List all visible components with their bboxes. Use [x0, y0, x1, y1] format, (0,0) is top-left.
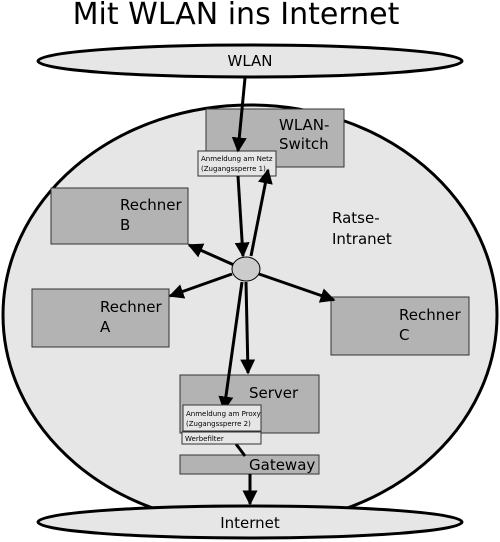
hub-node — [231, 256, 261, 282]
edge-hub-to-rechner-c — [258, 272, 336, 303]
web-filter-note — [181, 431, 262, 445]
edge-filter-to-gateway — [234, 443, 247, 457]
login-proxy-note-line1: Anmeldung am Proxy — [186, 410, 261, 418]
edge-hub-to-switch — [249, 168, 273, 257]
gateway-label: Gateway — [249, 456, 315, 474]
login-proxy-note — [182, 404, 262, 432]
rechner-a-node — [31, 288, 170, 348]
edge-switch-to-hub — [234, 175, 250, 258]
intranet-label-line1: Ratse- — [332, 209, 380, 227]
server-label: Server — [249, 384, 299, 402]
edge-hub-to-rechner-a — [168, 272, 233, 299]
wlan-switch-label-line1: WLAN- — [279, 116, 329, 134]
edge-hub-to-proxy — [218, 281, 244, 412]
rechner-c-node — [330, 296, 470, 356]
diagram-title: Mit WLAN ins Internet — [73, 0, 400, 32]
wlan-switch-label-line2: Switch — [279, 135, 329, 153]
rechner-b-label-line1: Rechner — [120, 196, 182, 214]
edge-hub-to-rechner-b — [187, 243, 235, 267]
rechner-a-label-line2: A — [100, 318, 111, 336]
login-net-note-line2: (Zugangssperre 1) — [201, 165, 266, 173]
rechner-c-label-line2: C — [399, 326, 409, 344]
wlan-label: WLAN — [227, 52, 272, 70]
wlan-ellipse — [36, 43, 464, 79]
internet-label: Internet — [220, 514, 280, 532]
internet-ellipse — [36, 504, 464, 540]
edge-hub-to-server — [240, 281, 256, 375]
login-net-note-line1: Anmeldung am Netz — [201, 155, 273, 163]
rechner-c-label-line1: Rechner — [399, 306, 461, 324]
edge-wlan-to-switch — [231, 77, 247, 153]
rechner-a-label-line1: Rechner — [100, 298, 162, 316]
rechner-b-node — [50, 187, 189, 245]
rechner-b-label-line2: B — [120, 216, 130, 234]
intranet-label-line2: Intranet — [332, 230, 392, 248]
web-filter-note-label: Werbefilter — [185, 435, 224, 443]
login-proxy-note-line2: (Zugangssperre 2) — [186, 420, 251, 428]
